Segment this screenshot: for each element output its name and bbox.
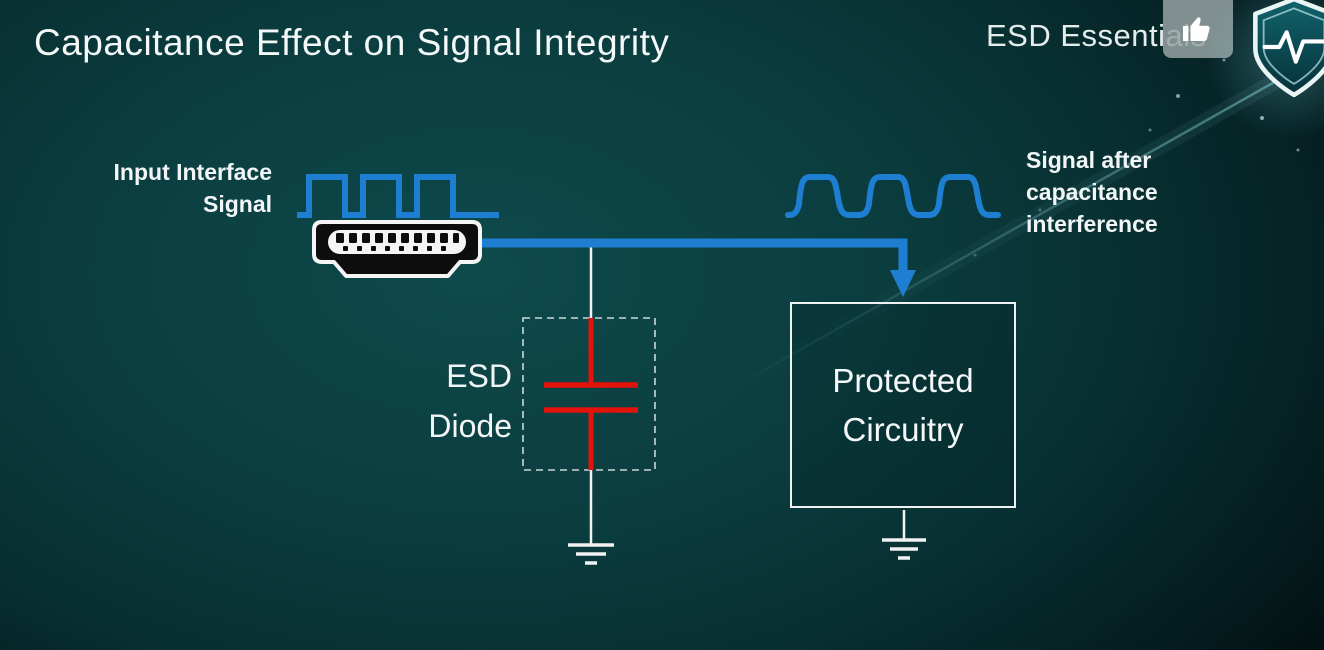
signal-arrowhead	[890, 270, 916, 297]
shield-icon	[1253, 0, 1324, 98]
clean-signal-waveform	[297, 174, 499, 218]
thumbs-up-icon	[1163, 0, 1233, 58]
esd-diode-dashed-boundary	[522, 317, 656, 471]
hdmi-connector-icon	[312, 220, 482, 278]
output-signal-label: Signal after capacitance interference	[1026, 147, 1158, 238]
protected-circuitry-label: Protected Circuitry	[832, 361, 974, 449]
thumbs-up-glyph	[1183, 17, 1210, 41]
input-signal-label: Input Interface Signal	[113, 159, 272, 218]
page-title: Capacitance Effect on Signal Integrity	[34, 22, 670, 63]
ground-symbol-right	[882, 538, 926, 560]
signal-trace	[480, 238, 908, 272]
esd-capacitor-symbol	[544, 318, 638, 470]
esd-diode-label: ESD Diode	[428, 358, 512, 444]
distorted-signal-waveform	[785, 174, 1001, 218]
protected-circuitry-box: Protected Circuitry	[790, 302, 1016, 508]
ground-symbol-left	[568, 543, 614, 565]
